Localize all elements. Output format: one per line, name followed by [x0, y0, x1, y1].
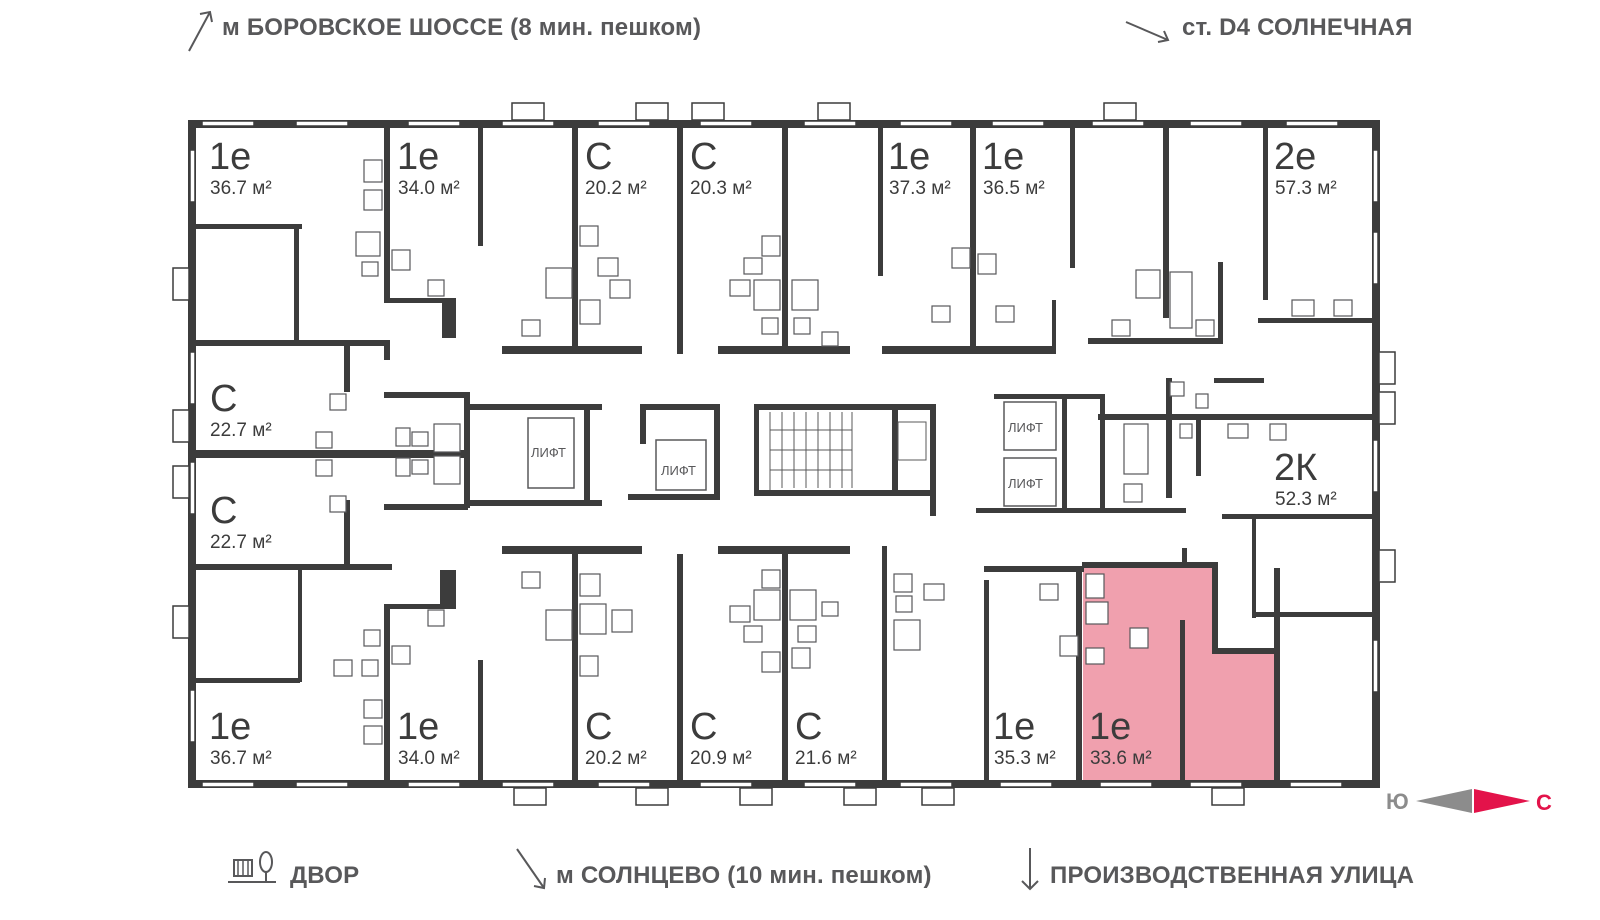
arrow-down-icon — [1021, 848, 1039, 891]
lift-shaft-4 — [1003, 457, 1057, 507]
svg-text:22.7 м²: 22.7 м² — [210, 532, 272, 553]
svg-text:21.6 м²: 21.6 м² — [795, 748, 857, 769]
lift-label-4: ЛИФТ — [1008, 476, 1043, 491]
svg-text:36.7 м²: 36.7 м² — [210, 178, 272, 199]
svg-text:1е: 1е — [993, 706, 1035, 748]
compass-north-arrow — [1474, 789, 1530, 813]
compass-south-label: Ю — [1386, 789, 1409, 814]
courtyard-icon — [228, 851, 276, 883]
apartment-a4[interactable]: С20.3 м² — [690, 136, 752, 199]
svg-text:22.7 м²: 22.7 м² — [210, 420, 272, 441]
svg-text:1е: 1е — [397, 136, 439, 178]
svg-text:36.5 м²: 36.5 м² — [983, 178, 1045, 199]
svg-text:36.7 м²: 36.7 м² — [210, 748, 272, 769]
apartment-a3[interactable]: С20.2 м² — [585, 136, 647, 199]
direction-solntsevo-text: м СОЛНЦЕВО (10 мин. пешком) — [556, 862, 932, 889]
lift-shaft-2 — [655, 439, 707, 491]
lift-label-1: ЛИФТ — [531, 445, 566, 460]
staircase — [769, 412, 927, 490]
apartment-a13[interactable]: С20.2 м² — [585, 706, 647, 769]
svg-text:1е: 1е — [209, 136, 251, 178]
svg-text:1е: 1е — [397, 706, 439, 748]
lift-shafts — [527, 401, 1057, 507]
apartment-a15[interactable]: С21.6 м² — [795, 706, 857, 769]
compass-north-label: С — [1536, 790, 1552, 815]
svg-text:С: С — [210, 378, 237, 420]
svg-text:С: С — [690, 136, 717, 178]
direction-solnechnaya-text: ст. D4 СОЛНЕЧНАЯ — [1182, 14, 1413, 41]
svg-text:20.3 м²: 20.3 м² — [690, 178, 752, 199]
side-windows — [172, 149, 1396, 743]
compass-south-arrow — [1416, 789, 1472, 813]
svg-text:20.9 м²: 20.9 м² — [690, 748, 752, 769]
svg-text:20.2 м²: 20.2 м² — [585, 748, 647, 769]
svg-text:20.2 м²: 20.2 м² — [585, 178, 647, 199]
arrow-down-right-icon — [1125, 21, 1170, 43]
apartment-a9[interactable]: С22.7 м² — [210, 490, 272, 553]
svg-text:1е: 1е — [1089, 706, 1131, 748]
svg-text:35.3 м²: 35.3 м² — [994, 748, 1056, 769]
arrow-up-right-icon — [188, 10, 213, 52]
lift-label-3: ЛИФТ — [1008, 420, 1043, 435]
highlighted-apartment-fill[interactable] — [1083, 567, 1274, 780]
direction-borovskoe-text: м БОРОВСКОЕ ШОССЕ (8 мин. пешком) — [222, 14, 702, 41]
svg-text:С: С — [210, 490, 237, 532]
svg-text:57.3 м²: 57.3 м² — [1275, 178, 1337, 199]
svg-text:52.3 м²: 52.3 м² — [1275, 489, 1337, 510]
bottom-windows — [201, 781, 1343, 806]
apartment-a8[interactable]: С22.7 м² — [210, 378, 272, 441]
svg-text:34.0 м²: 34.0 м² — [398, 178, 460, 199]
lift-shaft-1 — [527, 417, 575, 489]
direction-proizvodstvennaya-text: ПРОИЗВОДСТВЕННАЯ УЛИЦА — [1050, 862, 1415, 889]
svg-text:33.6 м²: 33.6 м² — [1090, 748, 1152, 769]
svg-text:1е: 1е — [209, 706, 251, 748]
arrow-down-right-icon — [516, 848, 546, 890]
top-windows — [201, 102, 1339, 127]
svg-text:С: С — [690, 706, 717, 748]
lift-shaft-3 — [1003, 401, 1057, 451]
plumbing-fixtures — [315, 159, 1353, 745]
apartment-a14[interactable]: С20.9 м² — [690, 706, 752, 769]
svg-text:С: С — [795, 706, 822, 748]
svg-text:1е: 1е — [982, 136, 1024, 178]
svg-text:34.0 м²: 34.0 м² — [398, 748, 460, 769]
svg-text:С: С — [585, 706, 612, 748]
svg-text:2К: 2К — [1274, 447, 1317, 489]
svg-text:2е: 2е — [1274, 136, 1316, 178]
direction-courtyard-text: ДВОР — [290, 862, 360, 889]
svg-text:1е: 1е — [888, 136, 930, 178]
svg-text:37.3 м²: 37.3 м² — [889, 178, 951, 199]
svg-text:С: С — [585, 136, 612, 178]
lift-label-2: ЛИФТ — [661, 463, 696, 478]
compass: Ю С — [1386, 789, 1552, 815]
